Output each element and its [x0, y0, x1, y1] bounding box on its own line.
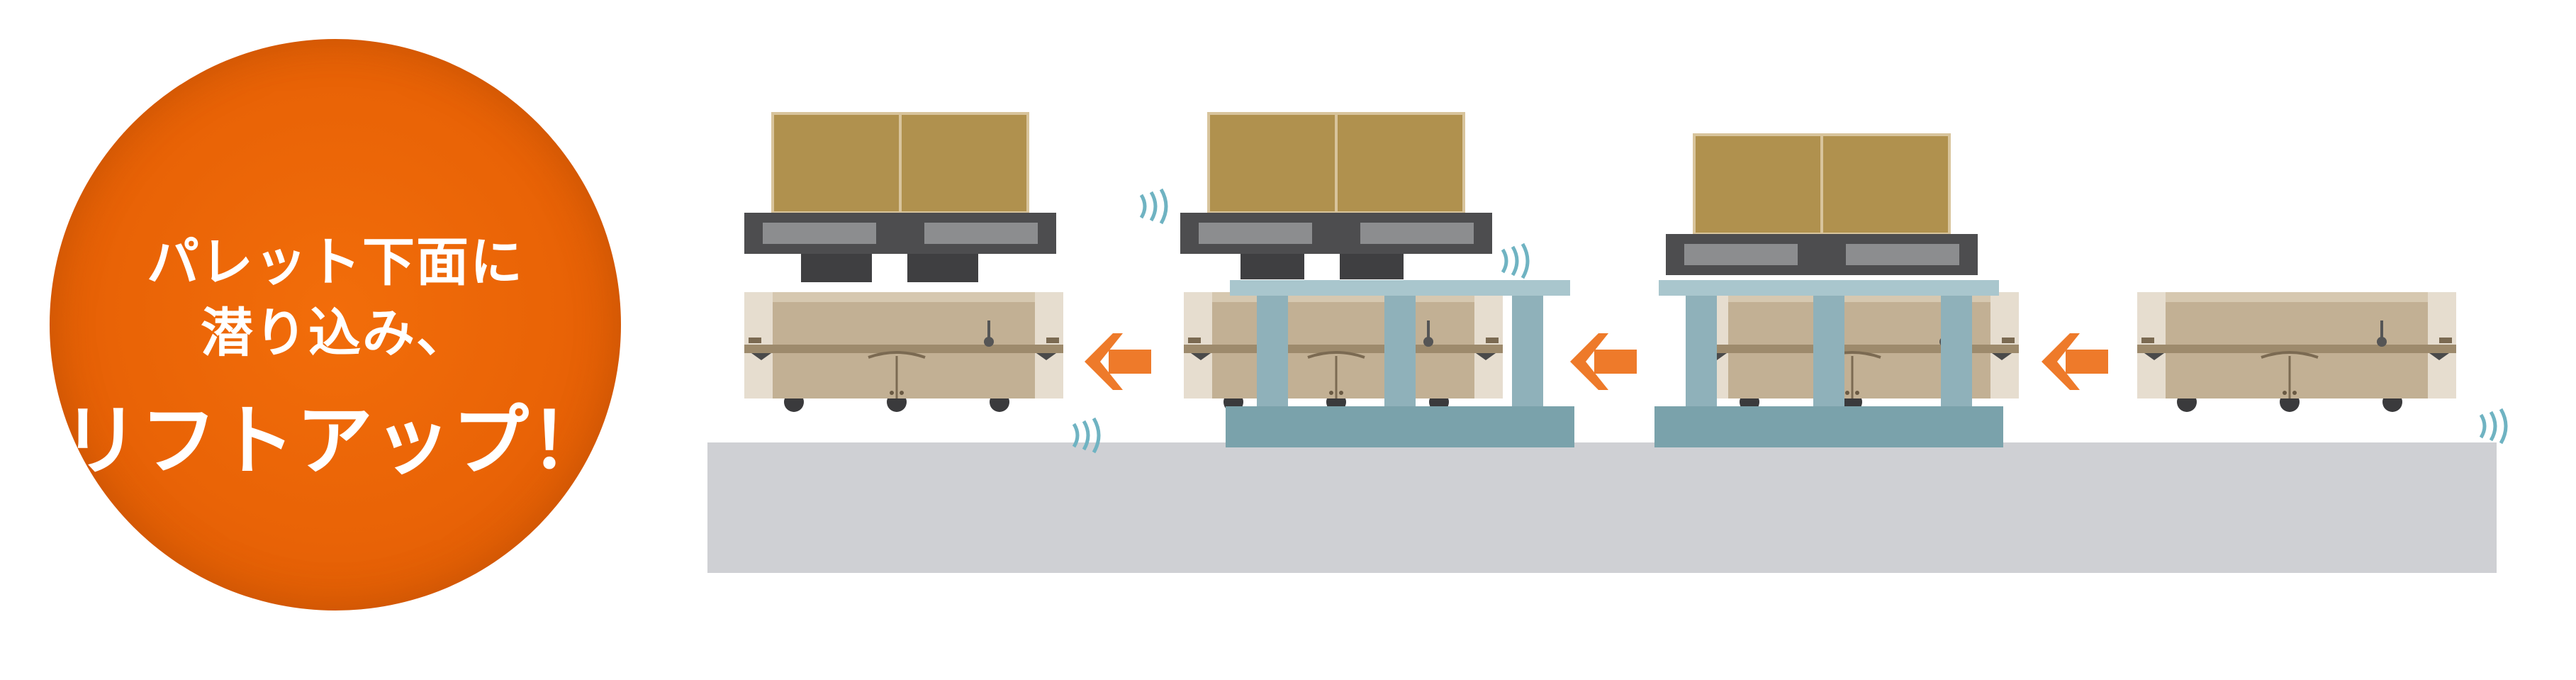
cargo-pallet-icon	[743, 112, 1058, 255]
stage-lifting	[1141, 112, 1574, 447]
headline-line-1: パレット下面に	[147, 232, 524, 293]
arrow-left-icon	[1570, 333, 1637, 390]
robot-icon	[1182, 291, 1504, 413]
arrow-left-icon	[1085, 333, 1151, 390]
stage-lifted	[743, 112, 1099, 452]
rack-icon	[1226, 280, 1574, 447]
cargo-pallet-icon	[1664, 133, 1979, 277]
vibration-icon	[2481, 409, 2506, 443]
robot-icon	[743, 291, 1065, 413]
stage-approaching	[2136, 291, 2506, 443]
lift-post	[801, 254, 872, 282]
cargo-pallet-icon	[1179, 112, 1494, 255]
vibration-icon	[1503, 244, 1528, 278]
vibration-icon	[1141, 189, 1166, 223]
headline-line-3: リフトアップ！	[62, 397, 608, 486]
stage-entering	[1654, 133, 2020, 447]
rack-icon	[1654, 280, 2003, 447]
robot-icon	[2136, 291, 2458, 413]
lift-post	[1340, 254, 1404, 279]
arrow-left-icon	[2042, 333, 2108, 390]
floor	[707, 442, 2497, 573]
headline-line-2: 潜り込み、	[201, 303, 470, 364]
lift-post	[907, 254, 978, 282]
lift-post	[1241, 254, 1304, 279]
headline-badge: パレット下面に 潜り込み、 リフトアップ！	[50, 39, 621, 611]
